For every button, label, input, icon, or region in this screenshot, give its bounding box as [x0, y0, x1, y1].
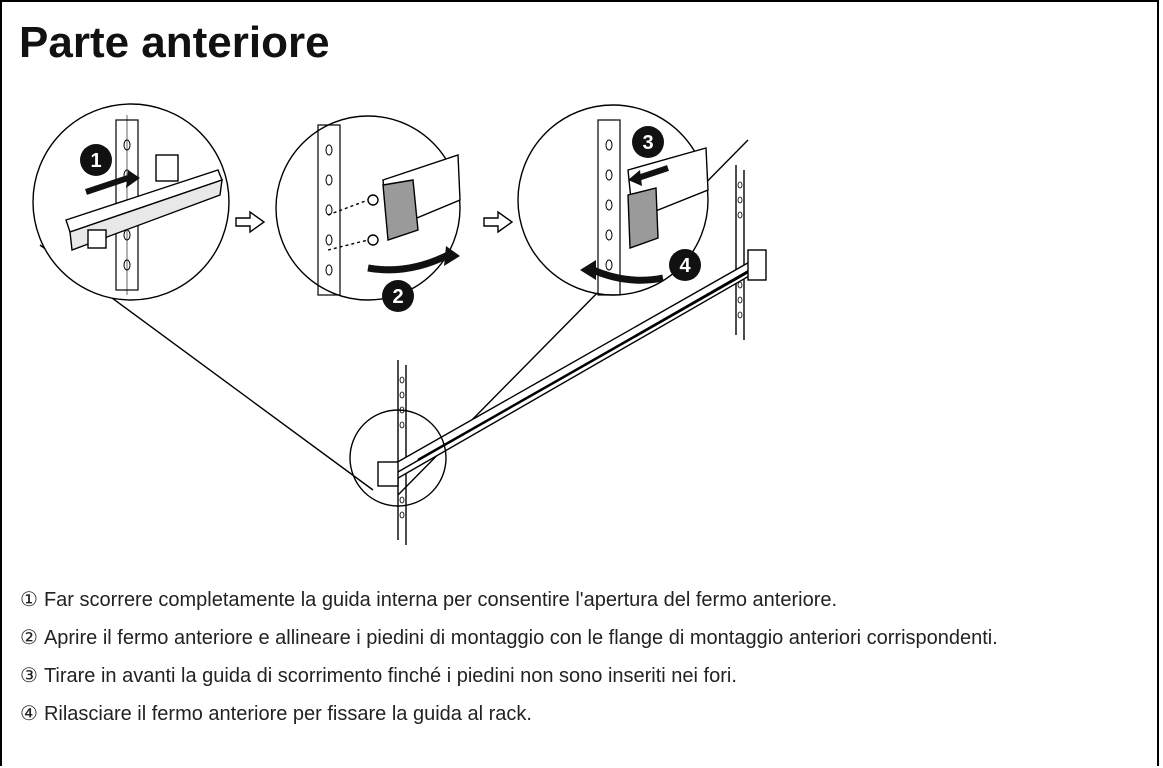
rack-post-front — [397, 360, 407, 545]
detail-circle-2 — [275, 115, 461, 301]
step-marker: ② — [20, 627, 38, 649]
detail-circle-3 — [517, 104, 709, 296]
step-text: Aprire il fermo anteriore e allineare i … — [43, 627, 998, 649]
rail-installation-figure: 1 2 3 4 — [32, 103, 767, 545]
step-marker: ④ — [20, 703, 38, 725]
callout-number: 3 — [642, 132, 653, 154]
rack-post-rear — [735, 165, 745, 340]
arrow-right-icon — [483, 210, 514, 234]
step-marker: ③ — [20, 665, 38, 687]
step-text: Rilasciare il fermo anteriore per fissar… — [43, 703, 532, 725]
detail-circle-1 — [32, 103, 230, 301]
callout-number: 4 — [679, 255, 691, 277]
callout-number: 2 — [392, 286, 403, 308]
page-title: Parte anteriore — [19, 18, 330, 67]
zoom-circle — [349, 409, 447, 507]
step-text: Tirare in avanti la guida di scorrimento… — [43, 665, 737, 687]
step-marker: ① — [20, 589, 38, 611]
slide-rail — [377, 249, 767, 487]
callout-3: 3 — [632, 126, 664, 158]
callout-number: 1 — [90, 150, 101, 172]
callout-1: 1 — [80, 144, 112, 176]
callout-4: 4 — [669, 249, 701, 281]
step-text: Far scorrere completamente la guida inte… — [43, 589, 838, 611]
callout-2: 2 — [382, 280, 414, 312]
arrow-right-icon — [235, 210, 266, 234]
